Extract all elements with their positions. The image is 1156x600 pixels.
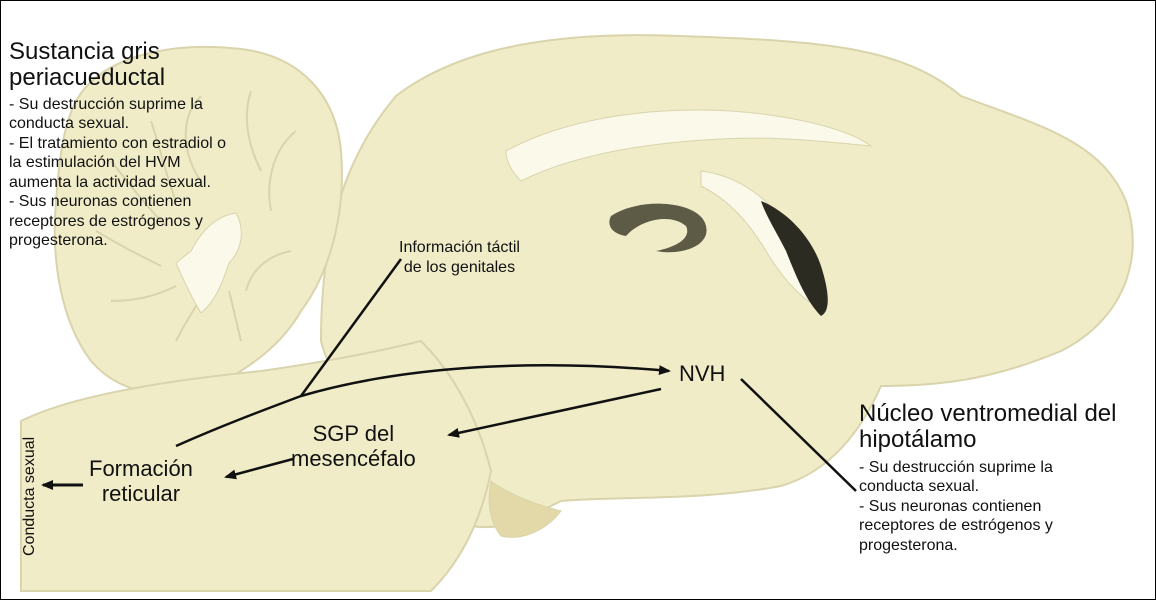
nvh-label: NVH: [679, 361, 725, 386]
tactile-line-1: Información táctil: [399, 238, 520, 258]
pag-line-1: - Su destrucción suprime la: [9, 95, 226, 115]
pag-line-3: - El tratamiento con estradiol o: [9, 134, 226, 154]
pag-line-8: progesterona.: [9, 231, 226, 251]
conducta-sexual-label: Conducta sexual: [21, 437, 39, 556]
pag-title-line-1: Sustancia gris: [9, 39, 226, 65]
vmh-line-1: - Su destrucción suprime la: [859, 458, 1116, 478]
tactile-info-label: Información táctil de los genitales: [399, 238, 520, 277]
vmh-line-4: receptores de estrógenos y: [859, 516, 1116, 536]
pag-line-2: conducta sexual.: [9, 114, 226, 134]
reticular-line-1: Formación: [89, 456, 193, 481]
reticular-formation-label: Formación reticular: [89, 456, 193, 507]
reticular-line-2: reticular: [89, 481, 193, 506]
vmh-line-3: - Sus neuronas contienen: [859, 497, 1116, 517]
vmh-title-line-1: Núcleo ventromedial del: [859, 401, 1116, 427]
vmh-title: Núcleo ventromedial del hipotálamo: [859, 401, 1116, 454]
pag-line-4: la estimulación del HVM: [9, 153, 226, 173]
vmh-description: - Su destrucción suprime la conducta sex…: [859, 458, 1116, 556]
pag-title: Sustancia gris periacueductal: [9, 39, 226, 92]
pag-line-7: receptores de estrógenos y: [9, 212, 226, 232]
pag-label: Sustancia gris periacueductal - Su destr…: [9, 39, 226, 251]
pag-line-6: - Sus neuronas contienen: [9, 192, 226, 212]
vmh-label: Núcleo ventromedial del hipotálamo - Su …: [859, 401, 1116, 555]
sgp-line-2: mesencéfalo: [291, 446, 416, 471]
vmh-line-5: progesterona.: [859, 536, 1116, 556]
vmh-line-2: conducta sexual.: [859, 477, 1116, 497]
tactile-line-2: de los genitales: [399, 258, 520, 278]
pag-line-5: aumenta la actividad sexual.: [9, 173, 226, 193]
pag-description: - Su destrucción suprime la conducta sex…: [9, 95, 226, 251]
pag-title-line-2: periacueductal: [9, 65, 226, 91]
vmh-title-line-2: hipotálamo: [859, 427, 1116, 453]
sgp-label: SGP del mesencéfalo: [291, 421, 416, 472]
sgp-line-1: SGP del: [291, 421, 416, 446]
